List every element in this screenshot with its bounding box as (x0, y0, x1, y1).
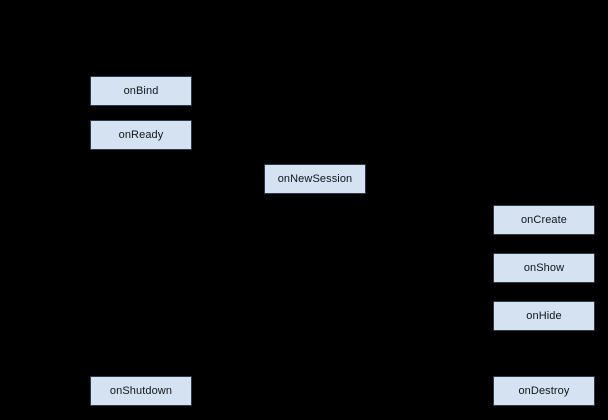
node-on-ready[interactable]: onReady (90, 120, 192, 150)
node-on-hide[interactable]: onHide (493, 301, 595, 331)
node-label-on-ready: onReady (118, 128, 164, 141)
node-on-new-session[interactable]: onNewSession (264, 164, 366, 194)
node-label-on-create: onCreate (520, 213, 568, 226)
node-on-shutdown[interactable]: onShutdown (90, 376, 192, 406)
node-on-create[interactable]: onCreate (493, 205, 595, 235)
node-label-on-destroy: onDestroy (518, 384, 570, 397)
node-label-on-shutdown: onShutdown (109, 384, 173, 397)
node-on-bind[interactable]: onBind (90, 76, 192, 106)
node-label-on-new-session: onNewSession (277, 172, 353, 185)
node-on-show[interactable]: onShow (493, 253, 595, 283)
node-label-on-bind: onBind (123, 84, 159, 97)
node-label-on-hide: onHide (526, 309, 562, 322)
node-on-destroy[interactable]: onDestroy (493, 376, 595, 406)
node-label-on-show: onShow (523, 261, 565, 274)
